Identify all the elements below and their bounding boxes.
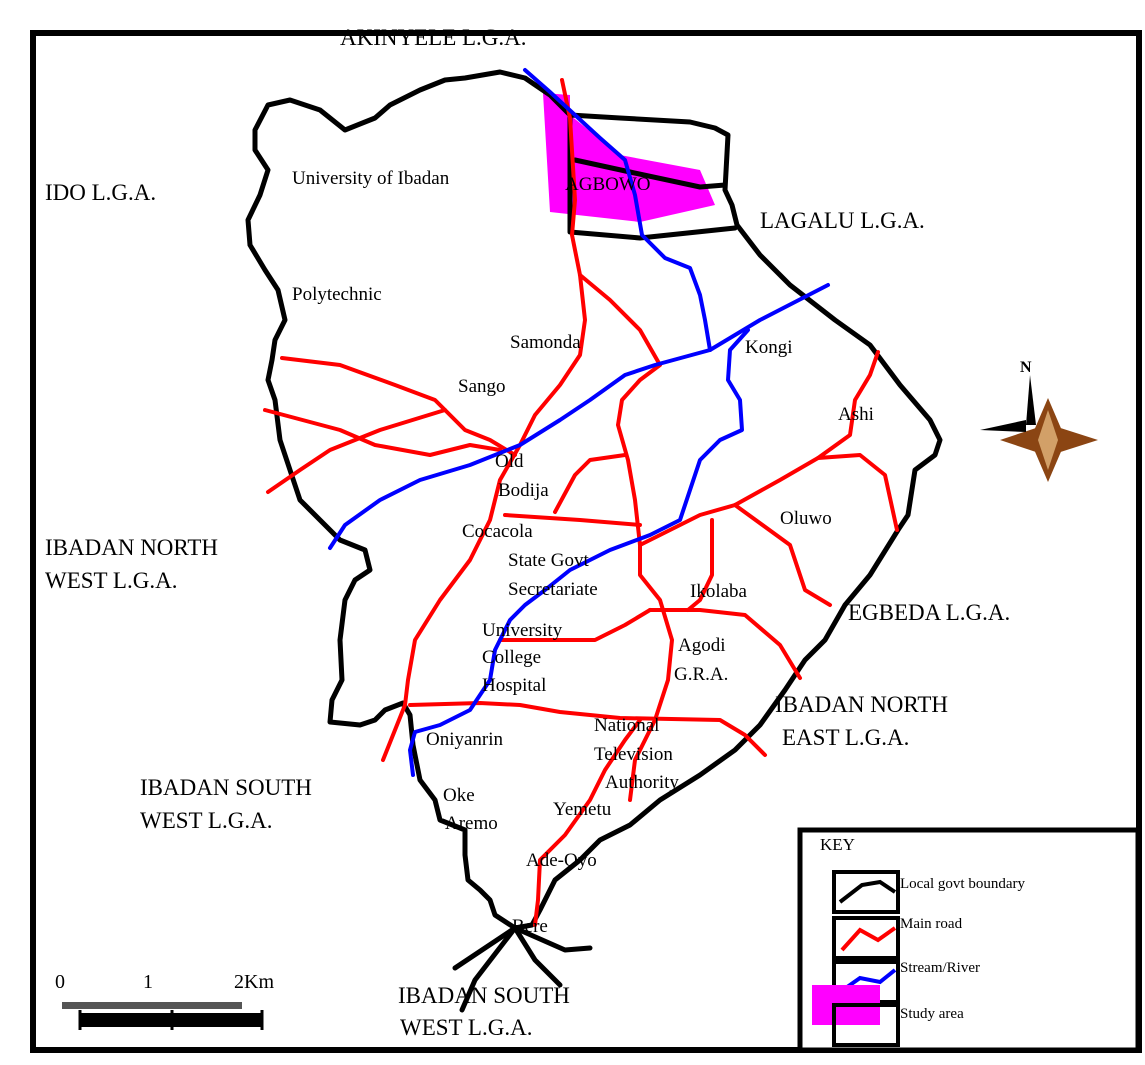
legend-swatch-boundary [838,879,897,904]
lga-ibadan-north-east-line2: EAST L.G.A. [782,725,909,750]
study-area-polygon [543,93,715,222]
legend-swatch-boundary-box [832,870,900,914]
scale-label-0: 0 [55,971,65,993]
lga-ibadan-north-west-line2: WEST L.G.A. [45,568,177,593]
lga-ibadan-south-west-bottom-line1: IBADAN SOUTH [398,983,570,1008]
north-arrow: N [980,359,1098,482]
scale-label-1: 1 [143,971,153,993]
lga-ibadan-south-west-bottom-line2: WEST L.G.A. [400,1015,532,1040]
legend-swatch-road-box [832,916,900,960]
place-secretariate: Secretariate [508,579,598,600]
legend-swatch-study-area-box [832,1003,900,1047]
lga-ibadan-south-west-line1: IBADAN SOUTH [140,775,312,800]
place-ade-oyo: Ade-Oyo [526,850,597,871]
place-aremo: Aremo [445,813,498,834]
lga-akinyele: AKINYELE L.G.A. [340,25,527,50]
rivers [328,68,830,777]
place-sango: Sango [458,376,506,397]
lga-lagalu: LAGALU L.G.A. [760,208,925,233]
lga-ido: IDO L.G.A. [45,180,156,205]
place-samonda: Samonda [510,332,581,353]
place-oniyanrin: Oniyanrin [426,729,504,750]
place-oke: Oke [443,785,475,806]
lga-ibadan-north-west-line1: IBADAN NORTH [45,535,218,560]
legend-label-boundary: Local govt boundary [900,876,1025,892]
place-bodija: Bodija [498,480,549,501]
place-old: Old [495,451,524,472]
place-university-of-ibadan: University of Ibadan [292,168,450,189]
legend-label-river: Stream/River [900,960,980,976]
place-ikolaba: Ikolaba [690,581,748,602]
north-arrow-west-needle [980,420,1026,432]
place-oluwo: Oluwo [780,508,832,529]
scale-label-2km: 2Km [234,971,274,993]
legend: KEY Local govt boundary Main road Stream… [797,827,1141,1053]
scale-segment-2 [152,1002,242,1009]
scale-segment-1 [62,1002,152,1009]
place-national: National [594,715,659,736]
place-yemetu: Yemetu [553,799,612,820]
place-state-govt: State Govt [508,550,589,571]
north-arrow-star-inner [1038,410,1058,470]
place-bere: Bere [512,916,548,937]
place-authority: Authority [605,772,679,793]
place-kongi: Kongi [745,337,793,358]
north-arrow-needle [1026,375,1036,425]
place-college: College [482,647,541,668]
legend-title: KEY [820,835,855,854]
legend-label-road: Main road [900,916,963,932]
place-polytechnic: Polytechnic [292,284,382,305]
place-university: University [482,620,563,641]
lga-ibadan-north-east-line1: IBADAN NORTH [775,692,948,717]
place-gra: G.R.A. [674,664,728,685]
place-television: Television [594,744,673,765]
north-arrow-label: N [1020,359,1032,376]
place-hospital: Hospital [482,675,546,696]
place-ashi: Ashi [838,404,874,425]
map-frame [30,30,1142,1053]
place-cocacola: Cocacola [462,521,533,542]
place-agodi: Agodi [678,635,726,656]
legend-swatch-road [840,926,897,952]
place-agbowo: AGBOWO [565,174,651,195]
legend-label-study-area: Study area [900,1006,964,1022]
scale-bar: 0 1 2Km [55,971,274,1030]
lga-ibadan-south-west-line2: WEST L.G.A. [140,808,272,833]
lga-boundary [245,69,943,1013]
lga-egbeda: EGBEDA L.G.A. [848,600,1010,625]
